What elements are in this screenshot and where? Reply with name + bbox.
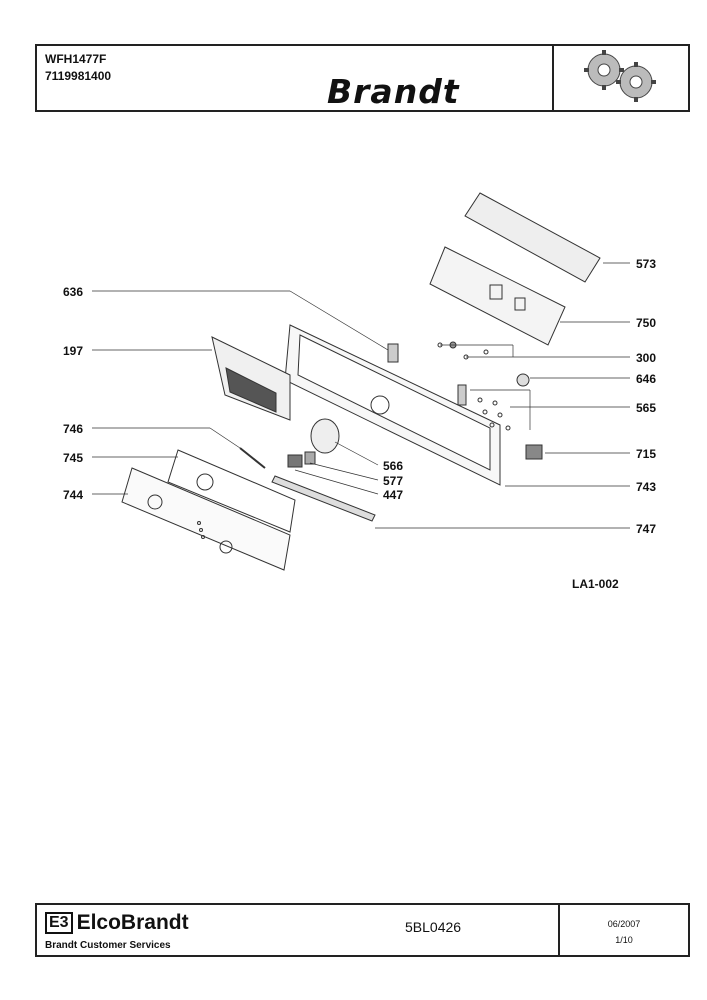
logo-mark: E3: [45, 912, 73, 934]
callout-573: 573: [636, 257, 656, 271]
part-636-switch: [387, 343, 399, 363]
callout-746: 746: [63, 422, 83, 436]
part-750-board: [429, 246, 566, 346]
part-573-board: [464, 192, 601, 283]
callout-646: 646: [636, 372, 656, 386]
callout-566: 566: [383, 459, 403, 473]
part-197-drawer: [211, 336, 291, 421]
part-744-panel: [121, 467, 291, 571]
header-box: WFH1477F 7119981400 Brandt: [35, 44, 690, 112]
product-code: 7119981400: [45, 69, 112, 83]
logo-text: ElcoBrandt: [76, 911, 189, 934]
date-page-cell: 06/2007 1/10: [558, 905, 688, 955]
callout-447: 447: [383, 488, 403, 502]
model-number: WFH1477F: [45, 52, 107, 66]
document-date: 06/2007: [607, 919, 641, 929]
part-646-knob: [516, 373, 530, 387]
callout-636: 636: [63, 285, 83, 299]
callout-197: 197: [63, 344, 83, 358]
callout-747: 747: [636, 522, 656, 536]
part-566-knob: [310, 418, 340, 454]
callout-565: 565: [636, 401, 656, 415]
brand-logo: Brandt: [327, 72, 460, 111]
callout-744: 744: [63, 488, 83, 502]
document-number: 5BL0426: [405, 919, 462, 935]
callout-715: 715: [636, 447, 656, 461]
page-number: 1/10: [615, 935, 633, 945]
customer-services-label: Brandt Customer Services: [45, 940, 171, 951]
header-model-cell: WFH1477F 7119981400: [37, 46, 315, 110]
diagram-reference: LA1-002: [572, 577, 619, 591]
callout-300: 300: [636, 351, 656, 365]
gear-icon: [552, 46, 688, 110]
callout-743: 743: [636, 480, 656, 494]
callout-745: 745: [63, 451, 83, 465]
part-715-switch: [525, 444, 543, 460]
callout-577: 577: [383, 474, 403, 488]
callout-750: 750: [636, 316, 656, 330]
part-745-overlay: [167, 449, 296, 533]
